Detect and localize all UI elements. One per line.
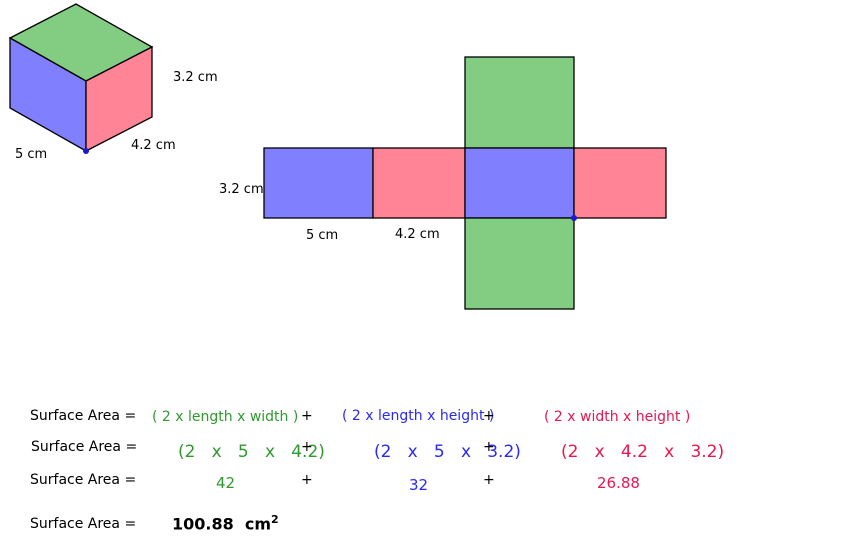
substitution-blue-term: (2 x 5 x 3.2) [374, 442, 521, 462]
product-plus-sign: + [483, 472, 495, 488]
net-top-face [464, 56, 575, 149]
product-green-value: 42 [216, 474, 236, 492]
substitution-row-label: Surface Area = [31, 439, 138, 455]
cube-side-face [85, 45, 153, 153]
substitution-plus-sign: + [301, 439, 313, 455]
product-row-label: Surface Area = [30, 472, 137, 488]
net-left-side-face [372, 147, 466, 219]
net-right-side-face [573, 147, 667, 219]
result-exponent: 2 [271, 513, 279, 526]
product-red-value: 26.88 [597, 474, 640, 492]
formula-green-term: ( 2 x length x width ) [152, 409, 299, 425]
formula-plus-sign: + [483, 408, 495, 424]
substitution-green-term: (2 x 5 x 4.2) [178, 442, 325, 462]
product-blue-value: 32 [409, 476, 429, 494]
formula-red-term: ( 2 x width x height ) [544, 409, 691, 425]
net-bottom-face [464, 217, 575, 310]
net-height-label: 3.2 cm [219, 182, 264, 197]
substitution-plus-sign: + [483, 439, 495, 455]
net-front-face [263, 147, 374, 219]
result-value: 100.88 cm2 [172, 513, 279, 533]
cube-height-label: 3.2 cm [173, 70, 218, 85]
product-plus-sign: + [301, 472, 313, 488]
net-width-label: 4.2 cm [395, 227, 440, 242]
formula-blue-term: ( 2 x length x height ) [342, 408, 495, 424]
net-back-face [464, 147, 575, 219]
result-number: 100.88 cm [172, 514, 272, 534]
result-row-label: Surface Area = [30, 516, 137, 532]
net-length-label: 5 cm [306, 228, 339, 243]
cube-width-label: 4.2 cm [131, 138, 176, 153]
formula-row-label: Surface Area = [30, 408, 137, 424]
substitution-red-term: (2 x 4.2 x 3.2) [561, 442, 725, 462]
formula-plus-sign: + [301, 408, 313, 424]
net-vertex-point [571, 215, 577, 221]
cube-length-label: 5 cm [15, 147, 48, 162]
cube-vertex-point [83, 148, 89, 154]
